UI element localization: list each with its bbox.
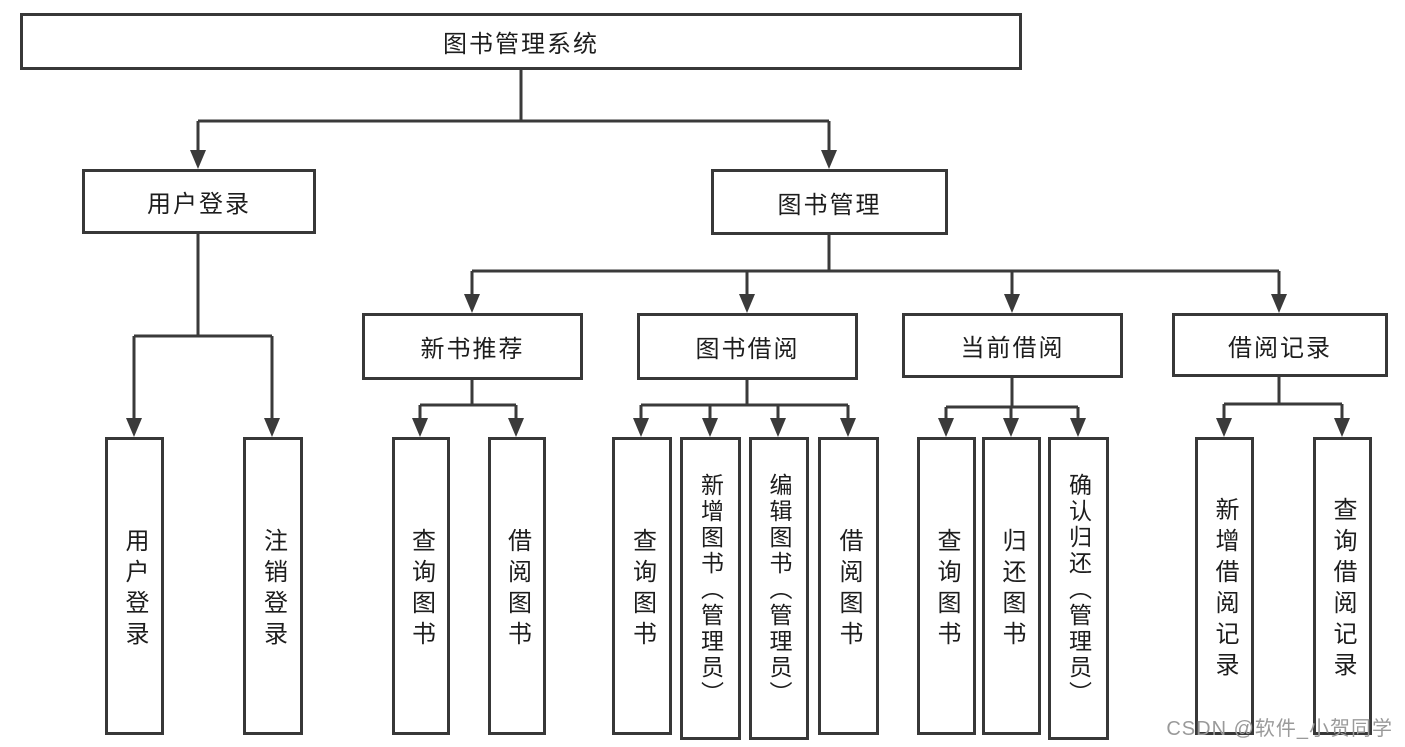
node-label: 查询图书 (407, 527, 435, 652)
node-new-book-recommend: 新书推荐 (362, 313, 583, 380)
node-return-books: 归还图书 (982, 437, 1041, 735)
node-add-books-admin: 新增图书（管理员） (680, 437, 741, 740)
node-current-borrowing: 当前借阅 (902, 313, 1123, 378)
node-label: 当前借阅 (960, 335, 1065, 362)
node-label: 图书管理系统 (443, 31, 599, 58)
node-book-borrowing: 图书借阅 (637, 313, 858, 380)
node-label: 用户登录 (147, 191, 251, 218)
node-label: 新增借阅记录 (1211, 496, 1238, 683)
node-borrow-records: 借阅记录 (1172, 313, 1388, 377)
node-label: 借阅图书 (503, 527, 531, 652)
node-query-books-borrow: 查询图书 (612, 437, 672, 735)
node-label: 借阅记录 (1228, 334, 1332, 362)
node-label: 查询图书 (933, 527, 960, 652)
node-label: 借阅图书 (835, 527, 862, 652)
node-label: 新增图书（管理员） (697, 473, 724, 707)
node-label: 查询借阅记录 (1329, 496, 1356, 683)
node-confirm-return-admin: 确认归还（管理员） (1048, 437, 1109, 740)
node-label: 图书借阅 (695, 336, 800, 363)
node-user-login-module: 用户登录 (82, 169, 316, 234)
node-label: 确认归还（管理员） (1065, 473, 1092, 707)
node-library-system: 图书管理系统 (20, 13, 1022, 70)
node-label: 用户登录 (121, 527, 148, 652)
tree-connectors (132, 69, 1344, 420)
node-label: 新书推荐 (420, 336, 525, 363)
node-user-login: 用户登录 (105, 437, 164, 735)
node-label: 查询图书 (628, 527, 656, 652)
node-query-books-newbook: 查询图书 (392, 437, 450, 735)
node-borrow-books-newbook: 借阅图书 (488, 437, 546, 735)
node-label: 编辑图书（管理员） (766, 473, 792, 707)
node-logout-login: 注销登录 (243, 437, 303, 735)
node-borrow-books-borrow: 借阅图书 (818, 437, 879, 735)
node-query-books-current: 查询图书 (917, 437, 976, 735)
node-add-borrow-record: 新增借阅记录 (1195, 437, 1254, 735)
node-label: 归还图书 (998, 527, 1025, 652)
node-label: 注销登录 (259, 527, 287, 652)
csdn-watermark: CSDN @软件_小贺同学 (1166, 718, 1393, 740)
node-label: 图书管理 (777, 191, 882, 219)
node-edit-books-admin: 编辑图书（管理员） (749, 437, 809, 740)
node-book-management: 图书管理 (711, 169, 948, 235)
node-query-borrow-record: 查询借阅记录 (1313, 437, 1372, 735)
